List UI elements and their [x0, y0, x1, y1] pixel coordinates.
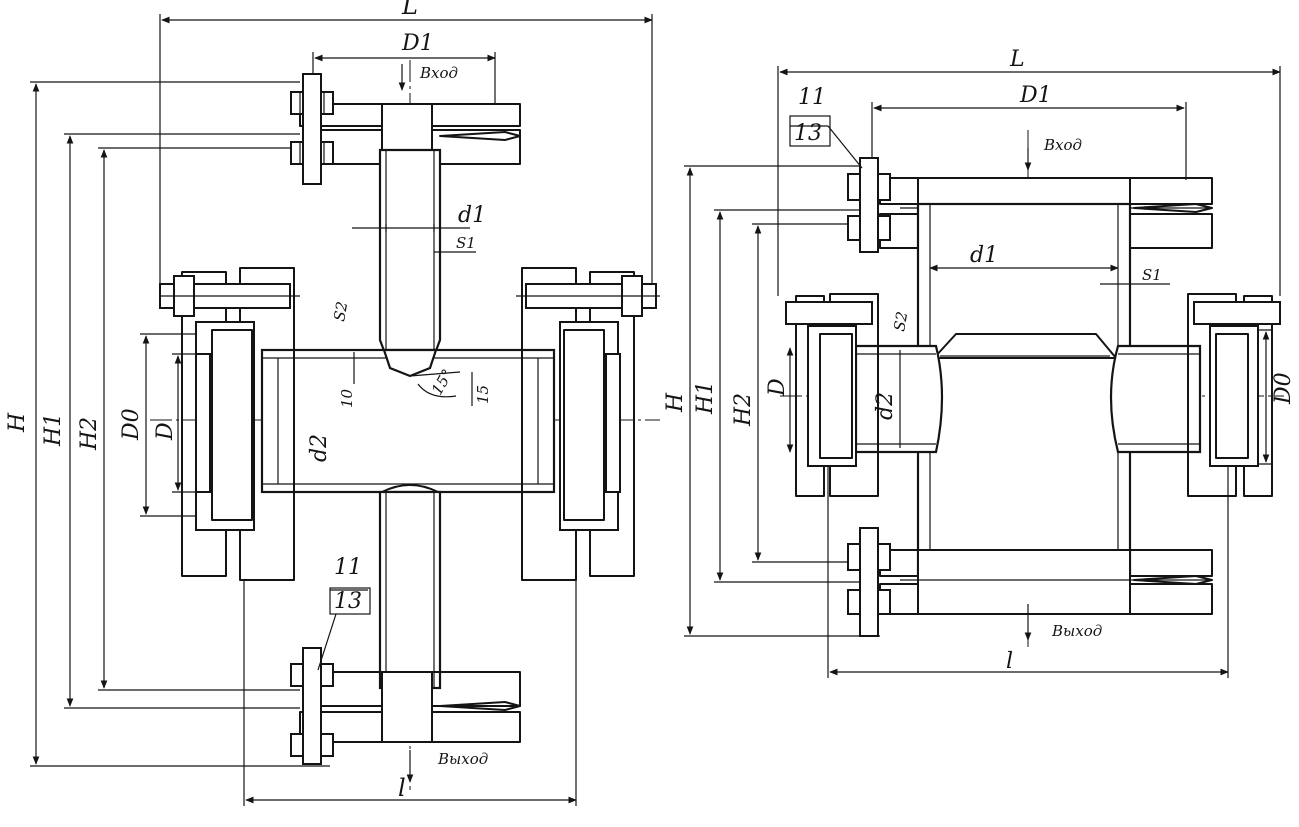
label-d2-right: d2	[873, 392, 898, 420]
label-D1-left: D1	[401, 31, 434, 56]
left-view	[30, 14, 660, 806]
label-H1-left: H1	[41, 413, 66, 447]
top-pipe-left	[378, 148, 442, 378]
label-D0-right: D0	[1271, 372, 1296, 405]
main-body-left	[260, 348, 556, 494]
label-l-left: l	[398, 774, 406, 802]
label-s2-right: S2	[890, 310, 911, 333]
label-D-left: D	[153, 422, 178, 441]
right-side-flange-right-view	[1187, 293, 1281, 497]
dim-l-left	[243, 580, 577, 806]
dim-D0-left	[140, 333, 200, 517]
left-side-flange-right-view	[785, 293, 879, 497]
leader-11-13-right	[790, 125, 863, 169]
right-nozzle-right-view	[1109, 344, 1202, 454]
label-inlet-right: Вход	[1043, 136, 1082, 154]
label-H-left: H	[5, 412, 30, 433]
label-13-right: 13	[794, 121, 822, 146]
label-d1-left: d1	[458, 203, 486, 228]
main-body-right	[916, 202, 1132, 576]
label-d1-right: d1	[970, 243, 998, 268]
dim-D1-left	[312, 52, 496, 105]
left-nozzle-right-view	[854, 344, 944, 454]
label-10: 10	[338, 388, 356, 408]
label-l-right: l	[1006, 649, 1013, 674]
top-bolt-right	[847, 157, 891, 253]
bottom-flange-right	[879, 549, 1213, 615]
labels: L D1 Вход d1 S1 S2 H H1 H2 D0 D d2 10 15…	[5, 0, 1296, 802]
bottom-bolt-left	[290, 647, 334, 765]
label-H2-left: H2	[77, 417, 102, 451]
left-side-flange	[159, 267, 300, 581]
label-outlet-right: Выход	[1051, 622, 1102, 640]
right-side-flange	[516, 267, 660, 581]
label-H2-right: H2	[731, 393, 756, 427]
label-s2-left: S2	[330, 300, 351, 323]
label-outlet-left: Выход	[437, 750, 488, 768]
dim-H2-right	[752, 223, 860, 563]
dim-H2-left	[98, 147, 300, 691]
box-13-right	[789, 115, 831, 147]
label-inlet-left: Вход	[419, 64, 458, 82]
bottom-bolt-right	[847, 527, 891, 637]
label-H-right: H	[663, 392, 688, 413]
label-d2-left: d2	[307, 434, 332, 462]
label-11-left: 11	[334, 555, 362, 580]
label-D-right: D	[765, 378, 790, 397]
label-D0-left: D0	[119, 408, 144, 441]
label-L-right: L	[1009, 47, 1025, 72]
dim-H1-left	[64, 133, 300, 709]
dim-H1-right	[714, 209, 860, 583]
dim-L-right	[777, 66, 1281, 296]
bottom-pipe-left	[378, 490, 442, 690]
label-s1-left: S1	[456, 234, 476, 252]
right-view	[684, 66, 1284, 678]
label-D1-right: D1	[1019, 83, 1052, 108]
dim-H-left	[30, 81, 330, 767]
label-L-left: L	[401, 0, 418, 20]
dim-H-right	[684, 165, 880, 637]
label-s1-right: S1	[1142, 266, 1162, 284]
dim-d1-left	[352, 224, 476, 258]
box-13-left	[329, 587, 371, 615]
dim-D1-right	[871, 102, 1187, 180]
dim-L-left	[159, 14, 653, 290]
label-11-right: 11	[798, 85, 826, 110]
leader-11-13-left	[317, 589, 368, 671]
label-H1-right: H1	[693, 381, 718, 415]
top-bolt-left	[290, 73, 334, 185]
dim-d1-right	[929, 264, 1170, 285]
label-15: 15	[474, 385, 492, 404]
bottom-flange-left	[299, 671, 521, 743]
label-13-left: 13	[334, 589, 362, 614]
